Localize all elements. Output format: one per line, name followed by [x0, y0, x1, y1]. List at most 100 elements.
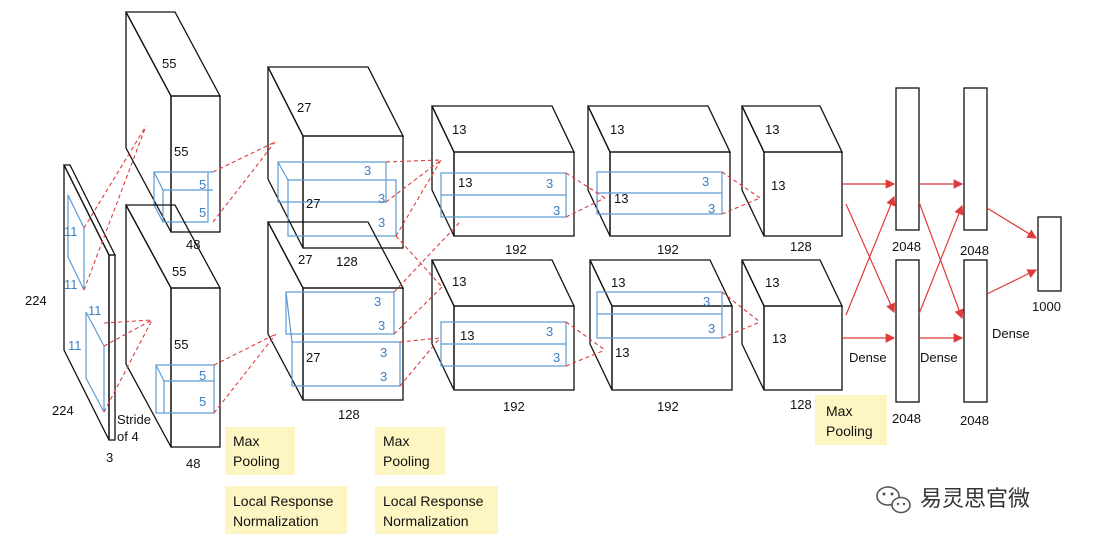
conv4-top-depth-label: 192 — [657, 242, 679, 257]
conv2-bottom-volume: 27 27 128 3 3 3 3 — [266, 221, 405, 422]
conv4-bottom-kernel-label-2: 3 — [708, 321, 715, 336]
conv1-bottom-depth-label: 48 — [186, 456, 200, 471]
input-kernel-label-3: 11 — [88, 303, 102, 318]
conv2-bottom-kernel-label-4: 3 — [380, 369, 387, 384]
conv4-top-volume: 13 13 192 3 3 — [586, 105, 732, 257]
conv2-top-size-label: 27 — [297, 100, 311, 115]
conv3-top-depth-label: 192 — [505, 242, 527, 257]
conv5-top-volume: 13 13 128 — [740, 105, 844, 254]
input-kernel-label-2: 11 — [64, 277, 78, 292]
conv4-top-kernel-label-1: 3 — [702, 174, 709, 189]
conv1-top-kernel — [153, 171, 213, 223]
conv4-top-size-label: 13 — [610, 122, 624, 137]
conv4-bottom-kernel-label-1: 3 — [703, 294, 710, 309]
input-kernel-label-4: 11 — [68, 338, 82, 353]
conv2-top-kernel-label-3: 3 — [378, 215, 385, 230]
note-lrn-1: Local Response Normalization — [225, 486, 347, 534]
conv2-top-size-label-2: 27 — [306, 196, 320, 211]
output-units-label: 1000 — [1032, 299, 1061, 314]
conv3-bottom-volume: 13 13 192 3 3 — [430, 259, 576, 414]
dense-arrows — [842, 179, 1038, 343]
conv1-top-depth-label: 48 — [186, 237, 200, 252]
conv4-top-size-label-2: 13 — [614, 191, 628, 206]
conv2-bottom-kernel-label-2: 3 — [378, 318, 385, 333]
conv2-bottom-size-label-2: 27 — [306, 350, 320, 365]
svg-text:Max: Max — [383, 433, 409, 449]
svg-text:Max: Max — [826, 403, 852, 419]
conv1-bottom-kernel-label-1: 5 — [199, 368, 206, 383]
input-volume: 224 224 3 Stride of 4 11 11 11 11 — [25, 164, 151, 465]
conv5-bottom-size-label: 13 — [765, 275, 779, 290]
dense2-bottom — [963, 259, 988, 403]
conv1-bottom-kernel-label-2: 5 — [199, 394, 206, 409]
svg-text:Normalization: Normalization — [233, 513, 319, 529]
conv3-bottom-kernel-label-1: 3 — [546, 324, 553, 339]
input-kernel-label-1: 11 — [64, 224, 78, 239]
stride-label-line2: of 4 — [117, 429, 139, 444]
note-max-pooling-3: Max Pooling — [815, 395, 887, 445]
wechat-icon — [876, 486, 911, 514]
conv3-top-kernel-label-1: 3 — [546, 176, 553, 191]
svg-text:Local Response: Local Response — [233, 493, 334, 509]
svg-text:Pooling: Pooling — [826, 423, 873, 439]
conv4-bottom-size-label-2: 13 — [615, 345, 629, 360]
stride-label-line1: Stride — [117, 412, 151, 427]
dense1-top — [895, 87, 920, 231]
conv2-top-depth-label: 128 — [336, 254, 358, 269]
input-kernel-top — [67, 194, 85, 291]
output-layer — [1037, 216, 1062, 292]
conv4-bottom-size-label: 13 — [611, 275, 625, 290]
svg-text:Max: Max — [233, 433, 259, 449]
dense1-top-units-label: 2048 — [892, 239, 921, 254]
conv5-top-size-label: 13 — [765, 122, 779, 137]
conv3-bottom-kernel-label-2: 3 — [553, 350, 560, 365]
svg-text:Local Response: Local Response — [383, 493, 484, 509]
dense-layers: 2048 2048 2048 2048 1000 Dense Dense Den… — [849, 87, 1062, 428]
conv4-bottom-volume: 13 13 192 3 3 — [588, 259, 734, 414]
svg-text:Pooling: Pooling — [383, 453, 430, 469]
note-max-pooling-1: Max Pooling — [225, 427, 295, 475]
input-height-label: 224 — [52, 403, 74, 418]
dense2-top — [963, 87, 988, 231]
conv5-bottom-depth-label: 128 — [790, 397, 812, 412]
dense-label-1: Dense — [849, 350, 887, 365]
conv1-top-kernel-label-1: 5 — [199, 177, 206, 192]
dense-label-3: Dense — [992, 326, 1030, 341]
conv3-bottom-size-label: 13 — [452, 274, 466, 289]
svg-text:Pooling: Pooling — [233, 453, 280, 469]
conv1-bottom-size-label: 55 — [172, 264, 186, 279]
conv3-top-size-label-2: 13 — [458, 175, 472, 190]
kernel-connections — [83, 125, 761, 414]
conv5-bottom-volume: 13 13 128 — [740, 259, 844, 412]
conv1-bottom-size-label-2: 55 — [174, 337, 188, 352]
input-width-label: 224 — [25, 293, 47, 308]
conv3-bottom-size-label-2: 13 — [460, 328, 474, 343]
conv4-top-kernel-label-2: 3 — [708, 201, 715, 216]
conv2-bottom-size-label: 27 — [298, 252, 312, 267]
conv1-top-volume: 55 55 48 5 5 — [124, 11, 222, 252]
dense1-bottom-units-label: 2048 — [892, 411, 921, 426]
conv3-bottom-depth-label: 192 — [503, 399, 525, 414]
conv2-bottom-kernel-label-3: 3 — [380, 345, 387, 360]
conv3-top-kernel-label-2: 3 — [553, 203, 560, 218]
conv2-bottom-depth-label: 128 — [338, 407, 360, 422]
conv1-bottom-volume: 55 55 48 5 5 — [124, 204, 222, 471]
conv2-top-volume: 27 27 128 3 3 3 — [266, 66, 405, 269]
conv2-bottom-kernel-label-1: 3 — [374, 294, 381, 309]
input-kernel-bottom — [85, 311, 105, 413]
dense2-top-units-label: 2048 — [960, 243, 989, 258]
watermark: 易灵思官微 — [876, 486, 1030, 514]
conv2-top-kernel-label-1: 3 — [364, 163, 371, 178]
dense-label-2: Dense — [920, 350, 958, 365]
note-max-pooling-2: Max Pooling — [375, 427, 445, 475]
conv5-top-depth-label: 128 — [790, 239, 812, 254]
conv3-top-size-label: 13 — [452, 122, 466, 137]
conv1-top-kernel-label-2: 5 — [199, 205, 206, 220]
dense1-bottom — [895, 259, 920, 403]
watermark-text: 易灵思官微 — [920, 486, 1030, 511]
input-depth-label: 3 — [106, 450, 113, 465]
dense2-bottom-units-label: 2048 — [960, 413, 989, 428]
conv3-top-volume: 13 13 192 3 3 — [430, 105, 576, 257]
conv2-top-kernel-label-2: 3 — [378, 191, 385, 206]
